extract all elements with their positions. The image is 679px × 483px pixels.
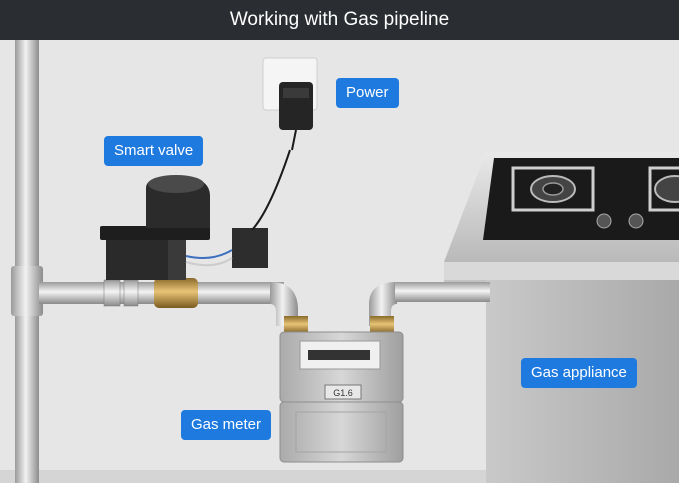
smart-valve-label: Smart valve xyxy=(104,136,204,166)
power-label: Power xyxy=(336,78,399,108)
outlet-pipe xyxy=(395,282,490,302)
meter-plate-label: G1.6 xyxy=(333,388,353,398)
gas-meter-device: G1.6 xyxy=(279,331,404,463)
brass-ball-valve xyxy=(154,278,198,308)
power-outlet xyxy=(262,57,318,151)
gas-stove xyxy=(483,158,679,240)
gas-meter-label: Gas meter xyxy=(181,410,272,440)
stove-knob-right xyxy=(628,213,644,229)
cabinet-front xyxy=(444,262,679,280)
stove-knob-left xyxy=(596,213,612,229)
smart-valve-device xyxy=(100,149,291,280)
page-title: Working with Gas pipeline xyxy=(0,0,679,40)
burner-right xyxy=(648,166,679,212)
controller-box xyxy=(232,228,268,268)
gas-appliance-label: Gas appliance xyxy=(521,358,637,388)
installation-illustration: G1.6 xyxy=(0,40,679,483)
burner-left xyxy=(511,166,595,212)
vertical-pipe xyxy=(15,40,39,483)
